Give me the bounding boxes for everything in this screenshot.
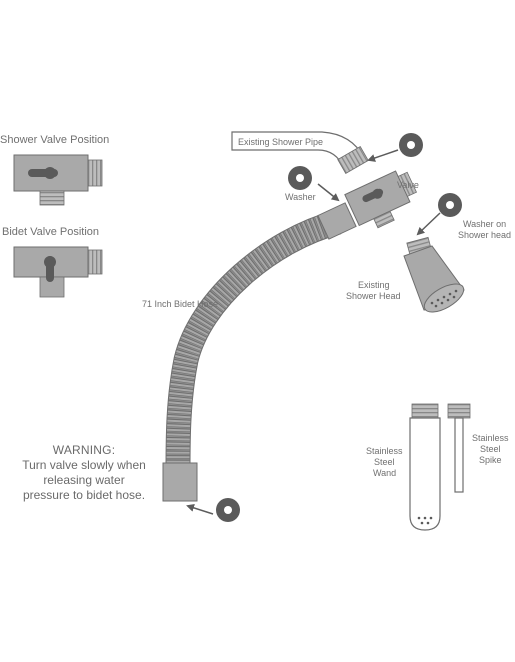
spike-label-2: Steel [480,444,501,454]
washer-bottom [216,498,240,522]
washer-on-shower-head-label-2: Shower head [458,230,511,240]
warning-line-3: pressure to bidet hose. [22,488,146,502]
wand-label-2: Steel [374,457,395,467]
bidet-valve-position-illustration [13,246,103,298]
stainless-steel-wand [409,403,441,531]
shower-valve-position-illustration [13,154,103,206]
existing-shower-head-label-1: Existing [358,280,390,290]
washer-left [288,166,312,190]
wand-label-3: Wand [373,468,396,478]
shower-valve-position-label: Shower Valve Position [0,134,109,146]
bidet-valve-position-label: Bidet Valve Position [2,226,99,238]
existing-shower-head [403,236,465,313]
warning-line-2: releasing water [43,473,125,487]
spike-label-1: Stainless [472,433,509,443]
warning-note: WARNING: Turn valve slowly when releasin… [0,443,168,503]
warning-title: WARNING: [52,443,116,457]
existing-shower-head-label-2: Shower Head [346,291,401,301]
arrow-washer-right [416,212,441,236]
existing-shower-pipe-label: Existing Shower Pipe [238,137,323,147]
stainless-steel-spike [447,403,471,493]
bidet-hose [162,202,357,502]
washer-top [399,133,423,157]
washer-right [438,193,462,217]
bidet-hose-label: 71 Inch Bidet Hose [142,299,218,309]
existing-shower-pipe [231,131,369,174]
valve-label: Valve [397,180,419,190]
wand-label-1: Stainless [366,446,403,456]
washer-label: Washer [285,192,316,202]
arrow-washer-left [317,183,340,202]
spike-label-3: Spike [479,455,502,465]
arrow-washer-bottom [186,504,214,515]
warning-line-1: Turn valve slowly when [22,458,146,472]
valve [344,170,418,229]
washer-on-shower-head-label-1: Washer on [463,219,506,229]
arrow-washer-top [367,149,399,162]
